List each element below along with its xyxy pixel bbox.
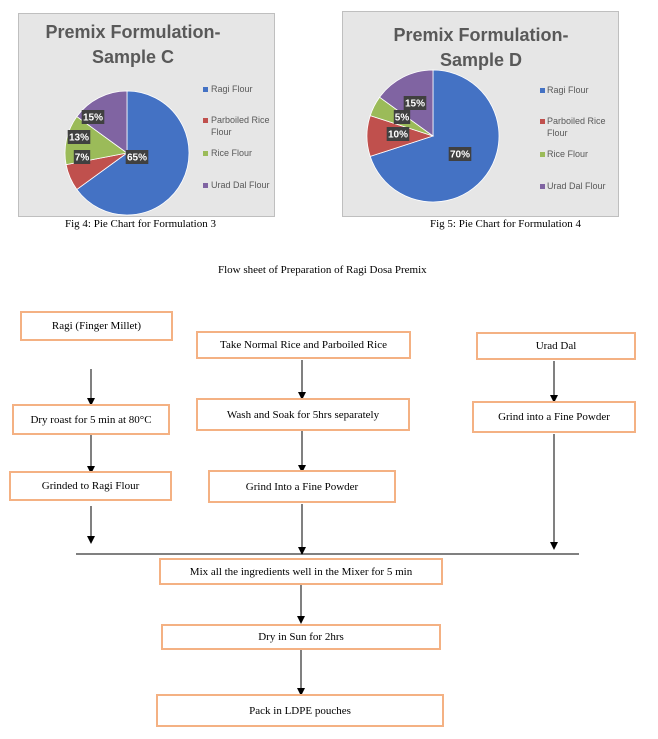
box-grinded-ragi: Grinded to Ragi Flour bbox=[9, 471, 172, 501]
chart-title: Premix Formulation- Sample D bbox=[371, 23, 591, 73]
box-grind-urad: Grind into a Fine Powder bbox=[472, 401, 636, 433]
box-mix: Mix all the ingredients well in the Mixe… bbox=[159, 558, 443, 585]
legend-ragi: Ragi Flour bbox=[211, 84, 253, 94]
legend-ragi: Ragi Flour bbox=[547, 85, 589, 95]
legend-swatch-urad bbox=[203, 183, 208, 188]
flow-heading: Flow sheet of Preparation of Ragi Dosa P… bbox=[218, 264, 427, 276]
chart-title-line1: Premix Formulation- bbox=[393, 25, 569, 45]
box-dry-roast: Dry roast for 5 min at 80°C bbox=[12, 404, 170, 435]
pie-chart-sample-c: 65% 7% 13% 15% Premix Formulation- Sample C… bbox=[18, 13, 275, 217]
pie-chart-sample-d: 70% 10% 5% 15% Premix Formulation- Sample D… bbox=[342, 11, 619, 217]
chart-title: Premix Formulation- Sample C bbox=[19, 20, 247, 70]
data-label-urad-dal-flour: 15% bbox=[403, 96, 427, 110]
svg-text:15%: 15% bbox=[83, 113, 103, 124]
legend-swatch-parboiled bbox=[203, 118, 208, 123]
data-label-parboiled-rice-flour: 7% bbox=[73, 150, 91, 164]
legend-parboiled-line1: Parboiled Rice bbox=[211, 115, 270, 125]
legend-parboiled-line1: Parboiled Rice bbox=[547, 116, 606, 126]
pie-slice-ragi-flour bbox=[369, 69, 500, 203]
legend-urad: Urad Dal Flour bbox=[547, 181, 606, 191]
svg-text:10%: 10% bbox=[388, 130, 408, 141]
box-wash-soak: Wash and Soak for 5hrs separately bbox=[196, 398, 410, 431]
chart-title-line1: Premix Formulation- bbox=[45, 22, 221, 42]
data-label-urad-dal-flour: 15% bbox=[81, 110, 105, 124]
chart-title-line2: Sample D bbox=[439, 50, 523, 70]
legend-swatch-ragi bbox=[540, 88, 545, 93]
box-grind-rice: Grind Into a Fine Powder bbox=[208, 470, 396, 503]
box-pack: Pack in LDPE pouches bbox=[156, 694, 444, 727]
svg-text:70%: 70% bbox=[450, 150, 470, 161]
legend-parboiled-line2: Flour bbox=[211, 127, 232, 137]
legend-parboiled: Parboiled Rice Flour bbox=[211, 114, 270, 138]
svg-text:15%: 15% bbox=[405, 99, 425, 110]
legend-swatch-parboiled bbox=[540, 119, 545, 124]
legend-swatch-rice bbox=[203, 151, 208, 156]
legend-swatch-ragi bbox=[203, 87, 208, 92]
figure-caption-4: Fig 4: Pie Chart for Formulation 3 bbox=[65, 218, 216, 230]
figure-caption-5: Fig 5: Pie Chart for Formulation 4 bbox=[430, 218, 581, 230]
svg-text:5%: 5% bbox=[395, 113, 410, 124]
box-ragi: Ragi (Finger Millet) bbox=[20, 311, 173, 341]
svg-text:13%: 13% bbox=[69, 133, 89, 144]
box-urad: Urad Dal bbox=[476, 332, 636, 360]
svg-text:65%: 65% bbox=[127, 153, 147, 164]
legend-rice: Rice Flour bbox=[211, 148, 253, 158]
legend-parboiled-line2: Flour bbox=[547, 128, 568, 138]
chart-title-line2: Sample C bbox=[91, 47, 175, 67]
pie-chart-sample-c-plot: 65% 7% 13% 15% bbox=[64, 90, 190, 216]
data-label-ragi-flour: 70% bbox=[448, 147, 472, 161]
legend-rice: Rice Flour bbox=[547, 149, 589, 159]
pie-chart-sample-d-plot: 70% 10% 5% 15% bbox=[366, 69, 500, 203]
data-label-rice-flour: 5% bbox=[393, 110, 411, 124]
legend-swatch-urad bbox=[540, 184, 545, 189]
legend-swatch-rice bbox=[540, 152, 545, 157]
box-rice: Take Normal Rice and Parboiled Rice bbox=[196, 331, 411, 359]
legend-urad: Urad Dal Flour bbox=[211, 180, 270, 190]
box-dry-sun: Dry in Sun for 2hrs bbox=[161, 624, 441, 650]
data-label-parboiled-rice-flour: 10% bbox=[386, 127, 410, 141]
legend-parboiled: Parboiled Rice Flour bbox=[547, 115, 606, 139]
svg-text:7%: 7% bbox=[75, 153, 90, 164]
data-label-ragi-flour: 65% bbox=[125, 150, 149, 164]
data-label-rice-flour: 13% bbox=[67, 130, 91, 144]
